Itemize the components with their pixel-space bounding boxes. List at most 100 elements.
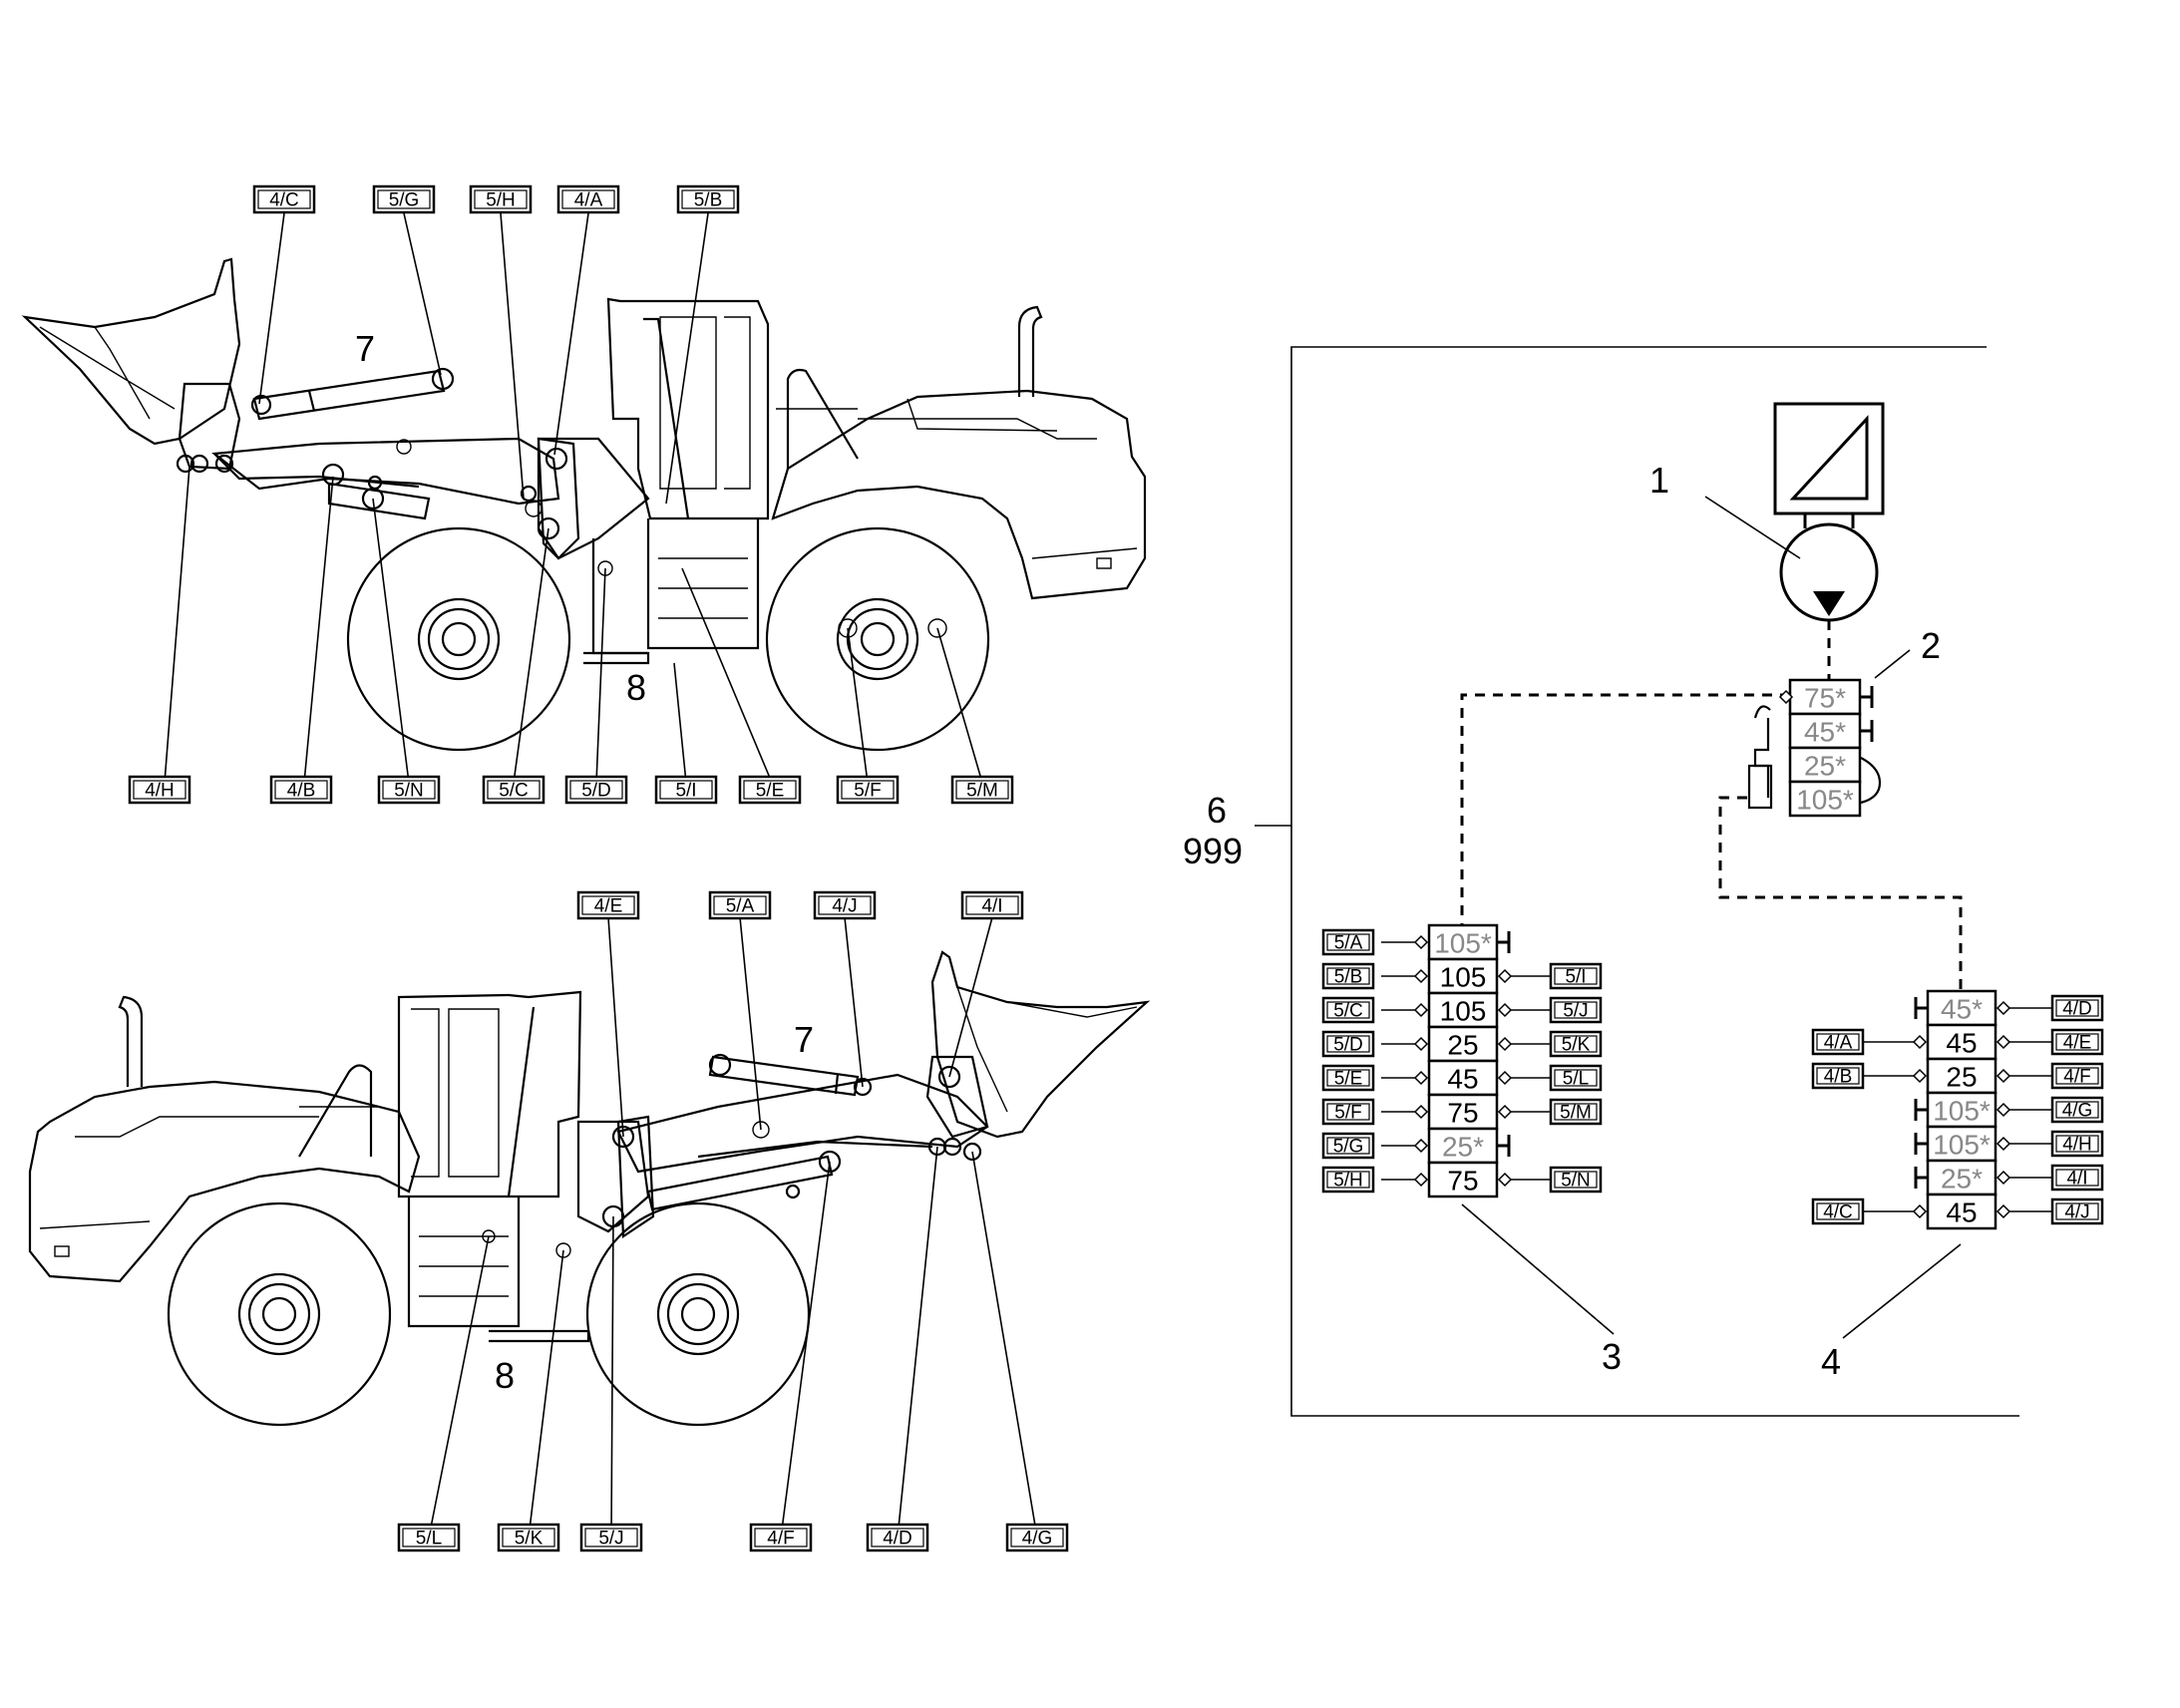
block-section-value: 105 (1440, 996, 1487, 1027)
block-section: 75 (1427, 1161, 1499, 1198)
position-tag-label: 4/F (2063, 1067, 2090, 1088)
position-tag-label: 5/C (1333, 1001, 1363, 1022)
position-tag-label: 5/F (1334, 1103, 1361, 1124)
position-tag: 5/F (836, 775, 900, 805)
position-tag: 4/A (556, 184, 620, 214)
block-section: 25* (1788, 746, 1862, 784)
position-tag-label: 5/K (1562, 1035, 1591, 1056)
callout-frame-bottom: 8 (495, 1355, 515, 1396)
block-section: 45* (1788, 712, 1862, 750)
position-tag: 4/H (128, 775, 191, 805)
position-tag: 5/K (497, 1523, 560, 1552)
position-tag-label: 4/J (2064, 1202, 2089, 1223)
position-tag: 4/E (576, 890, 640, 920)
block-section-value: 45* (1941, 994, 1983, 1025)
position-tag: 5/L (1549, 1064, 1603, 1092)
position-tag: 5/H (1321, 1166, 1375, 1194)
position-tag: 4/A (1811, 1028, 1865, 1056)
pump-distributor-block: 75*45*25*105* (1778, 678, 1874, 818)
position-tag-label: 4/F (767, 1529, 794, 1549)
position-tag-label: 4/E (594, 896, 623, 917)
block-section: 75* (1788, 678, 1862, 716)
block-section: 105* (1427, 923, 1499, 961)
block-section-value: 75* (1804, 683, 1846, 714)
block-section: 105* (1788, 780, 1862, 818)
position-tag: 4/J (2050, 1197, 2104, 1225)
position-tag: 4/C (252, 184, 316, 214)
position-tag-label: 5/M (1560, 1103, 1592, 1124)
block-section: 105* (1926, 1091, 1998, 1129)
block-section: 75 (1427, 1093, 1499, 1131)
position-tag-label: 4/B (1824, 1067, 1853, 1088)
callout-6: 6 (1207, 790, 1227, 831)
position-tag-label: 5/G (389, 190, 420, 211)
block-section: 25* (1926, 1159, 1998, 1196)
position-tag-label: 4/C (1823, 1202, 1853, 1223)
position-tag-label: 5/N (394, 781, 424, 802)
position-tag-label: 4/G (1022, 1529, 1053, 1549)
block-section: 45 (1926, 1193, 1998, 1230)
block-section-value: 105* (1796, 785, 1854, 816)
block-section-value: 25 (1447, 1030, 1478, 1061)
position-tag-label: 5/H (1333, 1171, 1363, 1192)
block-section-value: 45 (1946, 1028, 1977, 1059)
position-tag: 4/I (2050, 1164, 2104, 1192)
position-tag: 4/F (749, 1523, 813, 1552)
position-tag-label: 4/C (269, 190, 299, 211)
position-tag-label: 5/D (1333, 1035, 1363, 1056)
position-tag-label: 5/A (726, 896, 755, 917)
callout-1: 1 (1649, 460, 1669, 501)
position-tag: 4/E (2050, 1028, 2104, 1056)
position-tag-label: 4/A (574, 190, 603, 211)
position-tag-label: 5/I (675, 781, 696, 802)
position-tag: 4/H (2050, 1130, 2104, 1158)
callout-frame-top: 8 (626, 667, 646, 708)
position-tag-label: 4/D (883, 1529, 912, 1549)
position-tag-label: 5/B (694, 190, 723, 211)
position-tag-label: 5/N (1561, 1171, 1591, 1192)
block-section-value: 75 (1447, 1098, 1478, 1129)
position-tag-label: 5/J (598, 1529, 623, 1549)
position-tag-label: 4/B (287, 781, 316, 802)
position-tag: 4/G (2050, 1096, 2104, 1124)
position-tag-label: 5/L (416, 1529, 442, 1549)
position-tag-label: 5/E (756, 781, 785, 802)
position-tag: 5/B (1321, 962, 1375, 990)
position-tag: 5/C (482, 775, 545, 805)
position-tag-label: 5/B (1334, 967, 1363, 988)
position-tag: 5/I (654, 775, 718, 805)
position-tag: 5/C (1321, 996, 1375, 1024)
position-tag-label: 5/M (966, 781, 998, 802)
block-section: 45 (1427, 1059, 1499, 1097)
block-section-value: 25* (1804, 751, 1846, 782)
position-tag: 4/B (1811, 1062, 1865, 1090)
block-section-value: 25* (1442, 1132, 1484, 1163)
position-tag-label: 5/F (854, 781, 881, 802)
position-tag: 5/I (1549, 962, 1603, 990)
block-section-value: 25* (1941, 1164, 1983, 1195)
block-section-value: 105* (1933, 1130, 1991, 1161)
position-tag: 5/D (564, 775, 628, 805)
position-tag-label: 5/A (1334, 933, 1363, 954)
position-tag: 4/B (269, 775, 333, 805)
block-section-value: 105* (1933, 1096, 1991, 1127)
position-tag: 5/B (676, 184, 740, 214)
position-tag: 5/M (950, 775, 1014, 805)
position-tag-label: 5/C (499, 781, 529, 802)
callout-4: 4 (1821, 1341, 1841, 1382)
block-section: 105 (1427, 957, 1499, 995)
position-tag-label: 5/L (1563, 1069, 1589, 1090)
block-section-value: 45* (1804, 717, 1846, 748)
callout-boom-top: 7 (355, 328, 375, 369)
block-section-value: 45 (1946, 1197, 1977, 1228)
block-section: 25 (1926, 1057, 1998, 1095)
block-section-value: 105* (1434, 928, 1492, 959)
position-tag: 5/D (1321, 1030, 1375, 1058)
position-tag-label: 5/K (515, 1529, 544, 1549)
block-section-value: 45 (1447, 1064, 1478, 1095)
position-tag-label: 5/J (1563, 1001, 1588, 1022)
block-section: 25* (1427, 1127, 1499, 1165)
